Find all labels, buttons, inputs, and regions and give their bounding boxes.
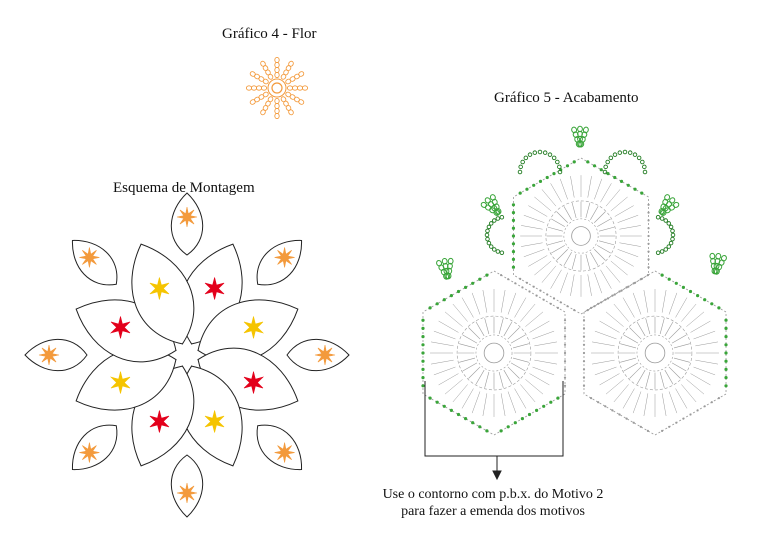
flower-petal bbox=[249, 91, 269, 105]
scallop-arc bbox=[602, 149, 648, 175]
assembly-star-icon bbox=[204, 410, 225, 433]
flower-petal bbox=[285, 71, 305, 85]
assembly-star-icon bbox=[274, 247, 295, 268]
scallop-arc bbox=[517, 149, 563, 175]
assembly-star-icon bbox=[176, 206, 198, 228]
scallop-arc bbox=[655, 215, 676, 255]
picot-cluster bbox=[658, 194, 680, 216]
flower-petal bbox=[286, 85, 309, 91]
assembly-star-icon bbox=[149, 410, 170, 433]
assembly-star-icon bbox=[314, 344, 336, 366]
flower-center-ring bbox=[267, 78, 287, 98]
assembly-star-icon bbox=[109, 316, 131, 339]
flower-petal bbox=[260, 60, 274, 80]
picot-cluster bbox=[436, 257, 454, 280]
seam-instruction-note: Use o contorno com p.b.x. do Motivo 2 pa… bbox=[358, 486, 628, 520]
flower-petal bbox=[260, 96, 274, 116]
assembly-star-icon bbox=[243, 316, 265, 339]
assembly-star-icon bbox=[204, 277, 225, 300]
seam-bracket bbox=[424, 381, 564, 481]
flower-chart-diagram bbox=[245, 56, 309, 120]
assembly-star-icon bbox=[79, 442, 100, 463]
motif-top bbox=[511, 157, 650, 315]
flower-petal bbox=[245, 85, 268, 91]
assembly-star-icon bbox=[149, 277, 170, 300]
scallop-arc bbox=[484, 215, 505, 255]
flower-petal bbox=[280, 96, 294, 116]
note-line-2: para fazer a emenda dos motivos bbox=[401, 504, 585, 519]
picot-cluster bbox=[480, 194, 502, 216]
assembly-scheme-diagram bbox=[24, 192, 350, 518]
flower-petal bbox=[249, 71, 269, 85]
assembly-petal bbox=[131, 243, 195, 345]
assembly-scheme-title: Esquema de Montagem bbox=[113, 180, 255, 196]
motif-right bbox=[582, 270, 728, 436]
flower-petal bbox=[274, 56, 280, 79]
flower-petal bbox=[280, 60, 294, 80]
finishing-chart-diagram bbox=[421, 125, 728, 436]
finishing-chart-title: Gráfico 5 - Acabamento bbox=[494, 90, 639, 106]
picot-cluster bbox=[571, 125, 589, 148]
flower-petal bbox=[274, 97, 280, 120]
motif-left bbox=[421, 270, 567, 436]
assembly-star-icon bbox=[176, 482, 198, 504]
assembly-star-icon bbox=[274, 442, 295, 463]
assembly-star-icon bbox=[79, 247, 100, 268]
flower-petal bbox=[285, 91, 305, 105]
note-line-1: Use o contorno com p.b.x. do Motivo 2 bbox=[382, 487, 604, 502]
picot-cluster bbox=[709, 252, 727, 275]
flower-center-ring bbox=[271, 82, 283, 94]
assembly-star-icon bbox=[109, 371, 131, 394]
assembly-star-icon bbox=[243, 371, 265, 394]
assembly-star-icon bbox=[38, 344, 60, 366]
flower-chart-title: Gráfico 4 - Flor bbox=[222, 26, 317, 42]
